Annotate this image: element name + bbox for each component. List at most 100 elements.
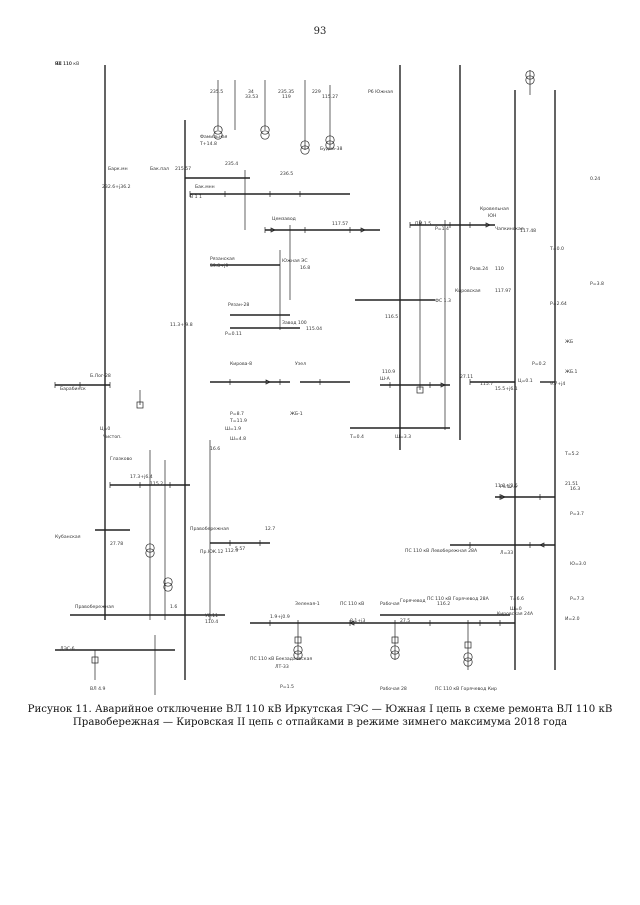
diagram-label: 110.9 bbox=[382, 369, 395, 375]
diagram-label: Барк.мн bbox=[108, 166, 128, 172]
diagram-label: 229 bbox=[312, 89, 321, 95]
diagram-label: 115.27 bbox=[322, 94, 338, 100]
diagram-label: Ю=3.0 bbox=[570, 561, 586, 567]
diagram-label: Правобережная bbox=[75, 604, 114, 610]
diagram-label: Чапкинская bbox=[495, 226, 524, 232]
diagram-label: 5.57 bbox=[235, 546, 245, 552]
equipment-box bbox=[391, 636, 399, 644]
transformer-symbol bbox=[163, 582, 173, 592]
diagram-label: Р=8.7 bbox=[230, 411, 244, 417]
equipment-box bbox=[294, 636, 302, 644]
diagram-label: Кировская bbox=[455, 288, 481, 294]
diagram-label: Б.Лог-28 bbox=[90, 373, 111, 379]
diagram-label: 1.9+j0.9 bbox=[270, 614, 290, 620]
diagram-label: 59.8+j9 bbox=[210, 263, 228, 269]
diagram-label: Р6 Южная bbox=[368, 89, 393, 95]
diagram-label: Завод 100 bbox=[282, 320, 307, 326]
transformer-symbol bbox=[300, 140, 310, 150]
diagram-label: ЮН bbox=[488, 213, 496, 219]
diagram-label: Кровельная bbox=[480, 206, 509, 212]
equipment-box bbox=[91, 656, 99, 664]
diagram-label: 236.5 bbox=[280, 171, 293, 177]
transformer-symbol bbox=[325, 140, 335, 150]
diagram-label: 115.7 bbox=[480, 381, 493, 387]
diagram-label: 1.6 bbox=[170, 604, 177, 610]
transformer-symbol bbox=[145, 548, 155, 558]
diagram-label: 110.4 bbox=[205, 619, 218, 625]
diagram-label: Р=0.11 bbox=[225, 331, 242, 337]
diagram-label: В 1 1 bbox=[190, 194, 202, 200]
diagram-label: 110 bbox=[495, 266, 504, 272]
diagram-label: Ш=3.3 bbox=[395, 434, 411, 440]
diagram-label: ПС 110 кВ Бекзадаевская bbox=[250, 656, 312, 662]
diagram-label: ПС 110 кВ Левобережная 28А bbox=[405, 548, 478, 554]
flow-arrow bbox=[349, 620, 355, 626]
transformer-symbol bbox=[390, 645, 400, 655]
diagram-label: Рязан-28 bbox=[228, 302, 249, 308]
diagram-label: 16.3 bbox=[570, 486, 580, 492]
diagram-label: Р=3.7 bbox=[570, 511, 584, 517]
diagram-label: 12.7 bbox=[265, 526, 275, 532]
diagram-label: 112.9 bbox=[225, 548, 238, 554]
diagram-label: Кубанская bbox=[55, 534, 81, 540]
diagram-label: Южная ЭС bbox=[282, 258, 308, 264]
diagram-label: 235.35 bbox=[278, 89, 294, 95]
diagram-label: Ш=4.8 bbox=[230, 436, 246, 442]
flow-arrow bbox=[360, 227, 366, 233]
diagram-label: 117.97 bbox=[495, 288, 511, 294]
diagram-label: 0.24 bbox=[590, 176, 600, 182]
diagram-label: Т=5.2 bbox=[564, 451, 579, 457]
transformer-symbol bbox=[525, 70, 535, 80]
diagram-label: Р=1.5 bbox=[280, 684, 294, 690]
diagram-label: Бак.пал bbox=[150, 166, 169, 172]
diagram-label: Рязанская bbox=[210, 256, 235, 262]
diagram-label: Л=33 bbox=[500, 550, 513, 556]
flow-arrow bbox=[500, 494, 506, 500]
diagram-label: Правобережная bbox=[190, 526, 229, 532]
diagram-label: Р=3.8 bbox=[590, 281, 604, 287]
page-number: 93 bbox=[313, 26, 327, 37]
diagram-label: ЖБ-1 bbox=[290, 411, 303, 417]
diagram-label: Т=11.9 bbox=[229, 418, 247, 424]
transformer-symbol bbox=[390, 650, 400, 660]
diagram-label: И=2.0 bbox=[565, 616, 580, 622]
diagram-label: 232.6+j36.2 bbox=[102, 184, 131, 190]
flow-arrow bbox=[485, 222, 491, 228]
diagram-label: 21.51 bbox=[565, 481, 578, 487]
diagram-label: Цемзавод bbox=[272, 216, 296, 222]
diagram-label: Ц=0.1 bbox=[518, 378, 533, 384]
diagram-label: Зеленая-1 bbox=[295, 601, 320, 607]
transformer-symbol bbox=[293, 650, 303, 660]
equipment-box bbox=[136, 401, 144, 409]
diagram-label: Ц=0 bbox=[100, 426, 110, 432]
caption-line-1: Рисунок 11. Аварийное отключение ВЛ 110 … bbox=[27, 704, 613, 715]
diagram-label: Р=0.2 bbox=[532, 361, 546, 367]
diagram-label: Ш-А bbox=[380, 376, 391, 382]
diagram-label: Чистоп. bbox=[103, 434, 122, 440]
diagram-label: 115.2 bbox=[150, 481, 163, 487]
diagram-label: Т=6.6 bbox=[509, 596, 524, 602]
diagram-label: Рабочая 28 bbox=[380, 686, 407, 692]
diagram-label: Кировская 24А bbox=[497, 611, 534, 617]
diagram-label: Р=1.4 bbox=[435, 226, 449, 232]
diagram-label: Т+14.8 bbox=[199, 141, 217, 147]
flow-arrow bbox=[265, 379, 271, 385]
diagram-label: Узел bbox=[295, 361, 306, 367]
diagram-label: Глазково bbox=[110, 456, 132, 462]
diagram-label: ПС 110 кВ bbox=[340, 601, 364, 607]
diagram-label: Барабинск bbox=[60, 386, 86, 392]
flow-arrow bbox=[440, 382, 446, 388]
diagram-label: Бак.мнн bbox=[195, 184, 215, 190]
diagram-label: ВЛ 110 кВ bbox=[55, 61, 79, 67]
equipment-box bbox=[464, 641, 472, 649]
diagram-label: ЖБ.1 bbox=[565, 369, 578, 375]
diagram-label: 117.48 bbox=[520, 228, 536, 234]
diagram-label: 117.57 bbox=[332, 221, 348, 227]
diagram-label: ПС 110 кВ Горячевод Кир bbox=[435, 686, 497, 692]
equipment-box bbox=[416, 386, 424, 394]
diagram-label: ПМ 1.5 bbox=[415, 221, 431, 227]
diagram-label: Т=0.4 bbox=[349, 434, 364, 440]
transformer-symbol bbox=[260, 125, 270, 135]
diagram-label: 235.4 bbox=[225, 161, 238, 167]
flow-arrow bbox=[539, 542, 545, 548]
